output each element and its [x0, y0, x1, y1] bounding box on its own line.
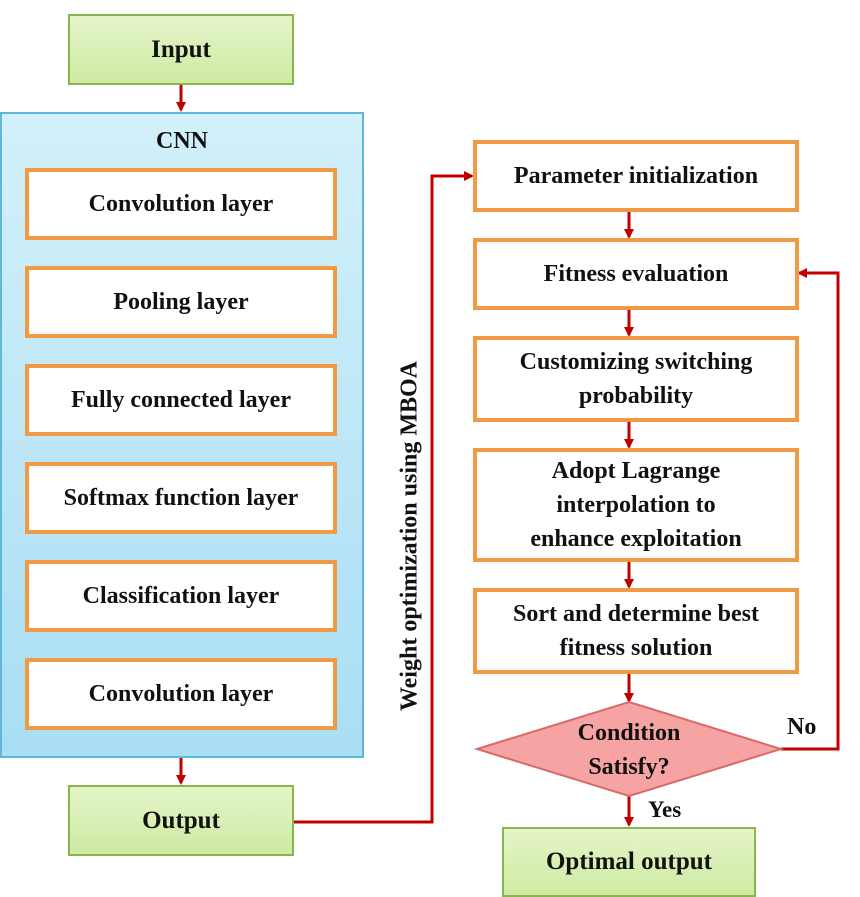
mboa-step: Fitness evaluation	[473, 238, 799, 310]
mboa-step: Adopt Lagrange interpolation to enhance …	[473, 448, 799, 562]
cnn-layer: Softmax function layer	[25, 462, 337, 534]
input-label: Input	[151, 35, 211, 63]
mboa-step: Sort and determine best fitness solution	[473, 588, 799, 674]
mboa-step-label: Adopt Lagrange interpolation to enhance …	[530, 458, 742, 552]
cnn-layer-label: Fully connected layer	[71, 387, 291, 413]
mboa-step-label: Fitness evaluation	[543, 261, 729, 287]
cnn-layer: Convolution layer	[25, 658, 337, 730]
optimal-output-box: Optimal output	[502, 827, 756, 897]
mboa-step: Customizing switching probability	[473, 336, 799, 422]
input-box: Input	[68, 14, 294, 85]
mboa-step-label: Customizing switching probability	[519, 349, 753, 409]
no-label: No	[787, 714, 817, 740]
weight-optimization-text: Weight optimization using MBOA	[396, 360, 423, 712]
cnn-layer: Convolution layer	[25, 168, 337, 240]
cnn-layer: Classification layer	[25, 560, 337, 632]
decision-text: Condition Satisfy?	[577, 720, 681, 780]
cnn-layer: Pooling layer	[25, 266, 337, 338]
cnn-title: CNN	[156, 128, 208, 154]
cnn-layer-label: Softmax function layer	[63, 485, 299, 511]
mboa-step-label: Sort and determine best fitness solution	[513, 601, 759, 661]
yes-label: Yes	[648, 797, 682, 822]
decision-diamond	[473, 700, 785, 798]
mboa-step-label: Parameter initialization	[513, 163, 759, 189]
optimal-output-label: Optimal output	[545, 848, 712, 875]
cnn-layer: Fully connected layer	[25, 364, 337, 436]
cnn-layer-label: Pooling layer	[113, 289, 249, 315]
mboa-step: Parameter initialization	[473, 140, 799, 212]
output-label: Output	[142, 806, 220, 834]
cnn-layer-label: Convolution layer	[88, 191, 274, 217]
arrow-decision-no-loop	[781, 268, 840, 751]
cnn-layer-label: Convolution layer	[88, 681, 274, 707]
output-box: Output	[68, 785, 294, 856]
arrow-output-to-mboa	[294, 171, 474, 824]
cnn-layer-label: Classification layer	[82, 583, 280, 609]
